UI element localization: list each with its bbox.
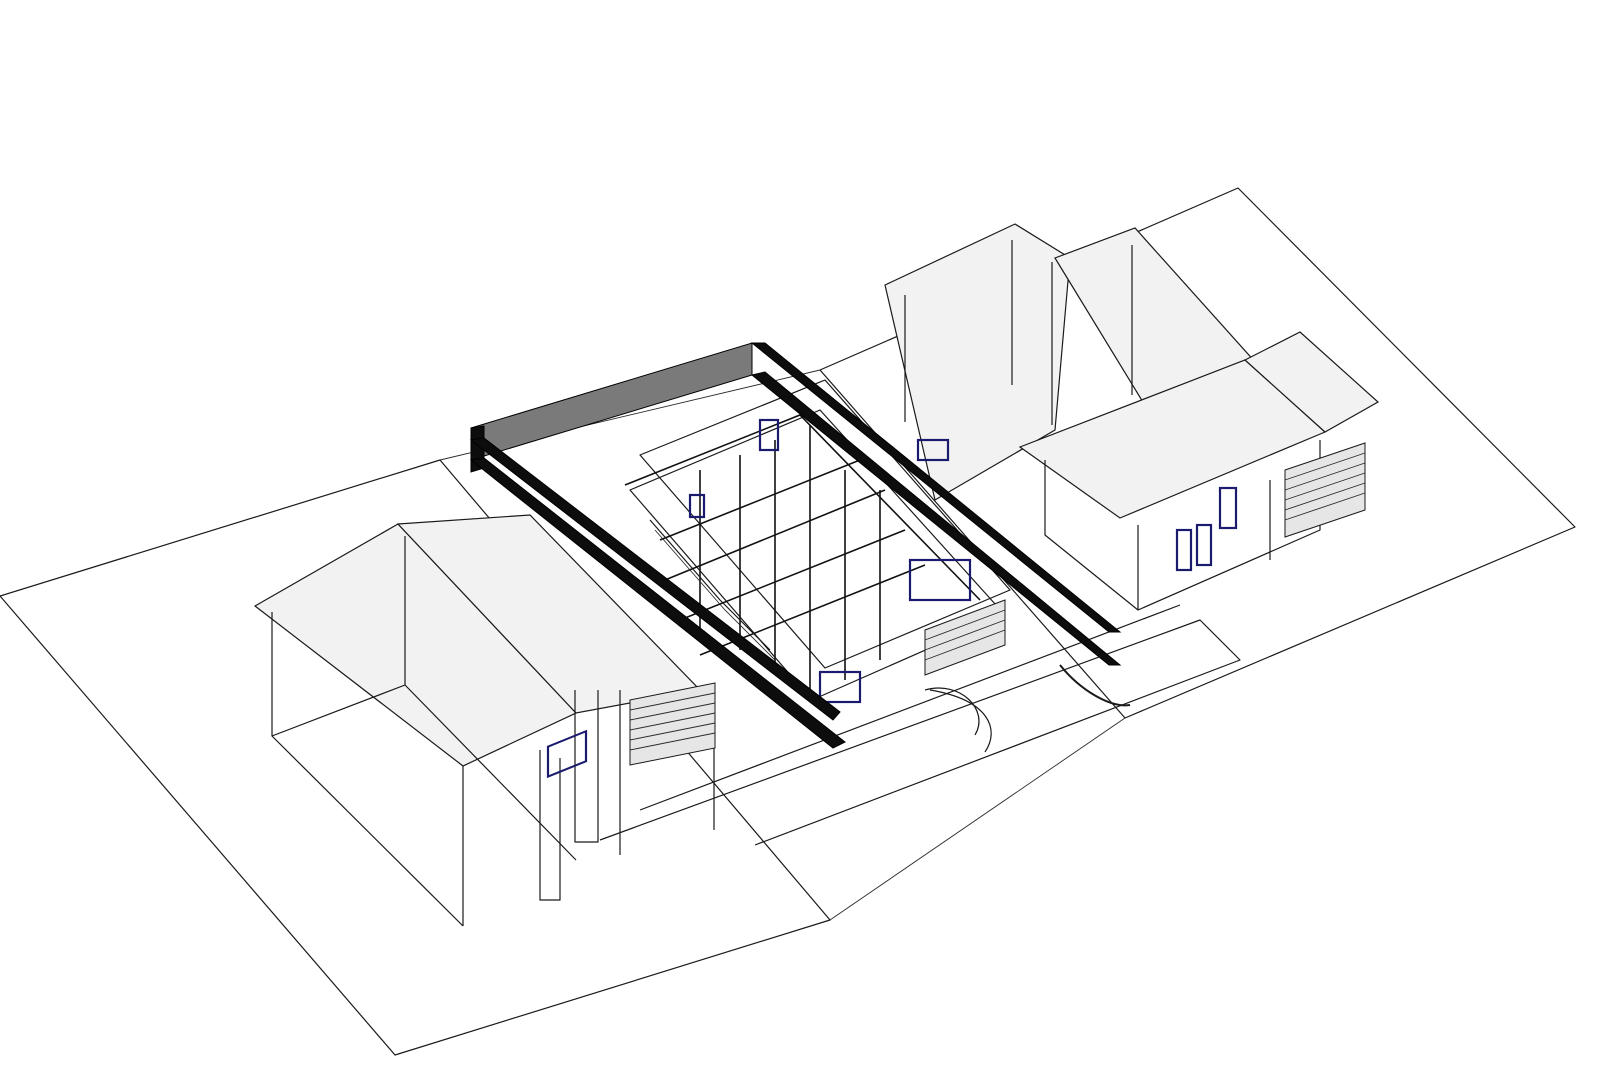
street-curb — [599, 604, 1241, 846]
garage-shutter-center — [924, 599, 1006, 676]
perimeter-fence — [469, 342, 1122, 749]
garage-shutter-right — [1284, 442, 1366, 538]
garage-shutter-left — [629, 682, 716, 766]
right-house — [884, 223, 1380, 611]
site-boundary — [0, 187, 1576, 1056]
left-house — [253, 514, 716, 927]
